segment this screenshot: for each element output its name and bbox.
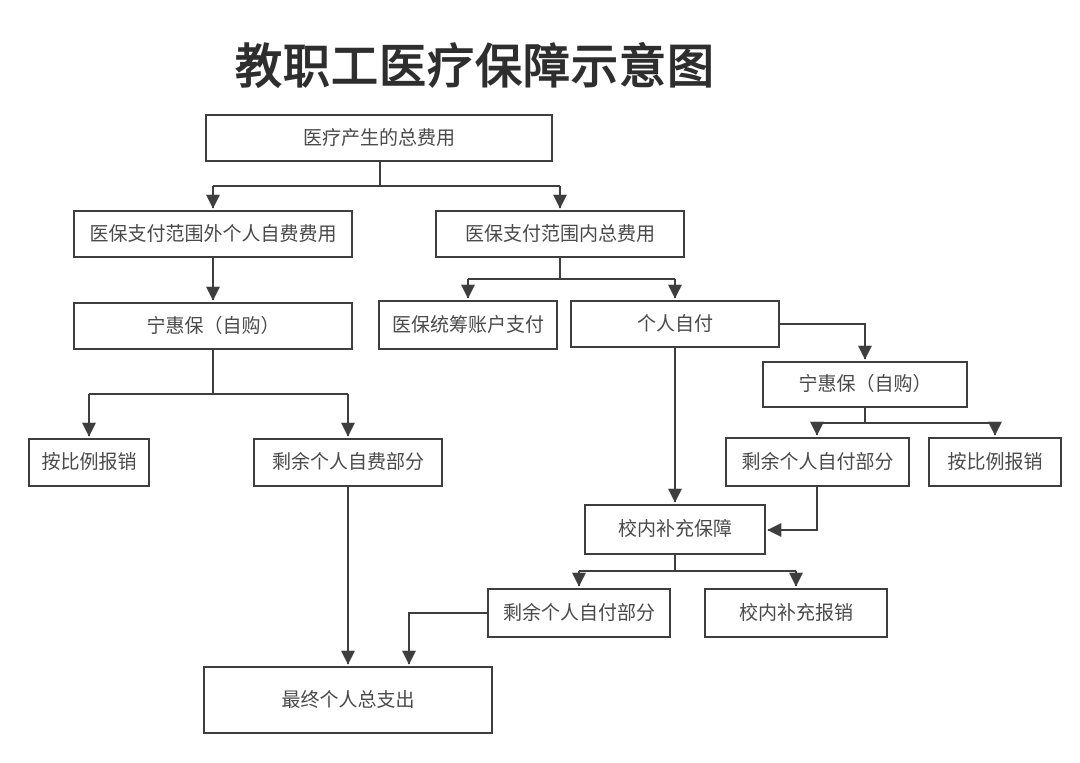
node-remaining-self-fee: 剩余个人自费部分 (253, 438, 443, 487)
trunk-total-split (213, 162, 560, 187)
node-inside-insurance-scope: 医保支付范围内总费用 (435, 210, 685, 258)
arrow-rem-right-to-campus (767, 487, 818, 537)
trunk-campus-split (579, 555, 796, 572)
arrow-rem-bottom-to-final (402, 612, 487, 665)
trunk-nhb-left-split (89, 350, 348, 395)
trunk-nhb-right-split (817, 408, 995, 424)
node-final-personal-total: 最终个人总支出 (203, 666, 493, 734)
node-personal-pay: 个人自付 (570, 300, 780, 348)
node-campus-supplement-reimburse: 校内补充报销 (704, 588, 888, 638)
node-ninghuibao-right: 宁惠保（自购） (762, 361, 968, 408)
node-remaining-self-pay-bottom: 剩余个人自付部分 (487, 588, 671, 638)
node-total-medical-cost: 医疗产生的总费用 (205, 114, 553, 162)
page-title: 教职工医疗保障示意图 (235, 40, 715, 93)
trunk-inside-split (468, 258, 675, 280)
node-ratio-reimburse-left: 按比例报销 (28, 438, 150, 487)
arrow-personal-to-nhb-right (780, 323, 872, 360)
node-campus-supplement-security: 校内补充保障 (584, 504, 766, 555)
node-ninghuibao-left: 宁惠保（自购） (73, 302, 353, 350)
node-remaining-self-pay-right: 剩余个人自付部分 (725, 437, 910, 487)
node-ratio-reimburse-right: 按比例报销 (928, 437, 1062, 487)
node-pooling-account-pay: 医保统筹账户支付 (378, 300, 558, 350)
node-outside-insurance-scope: 医保支付范围外个人自费费用 (73, 210, 353, 258)
